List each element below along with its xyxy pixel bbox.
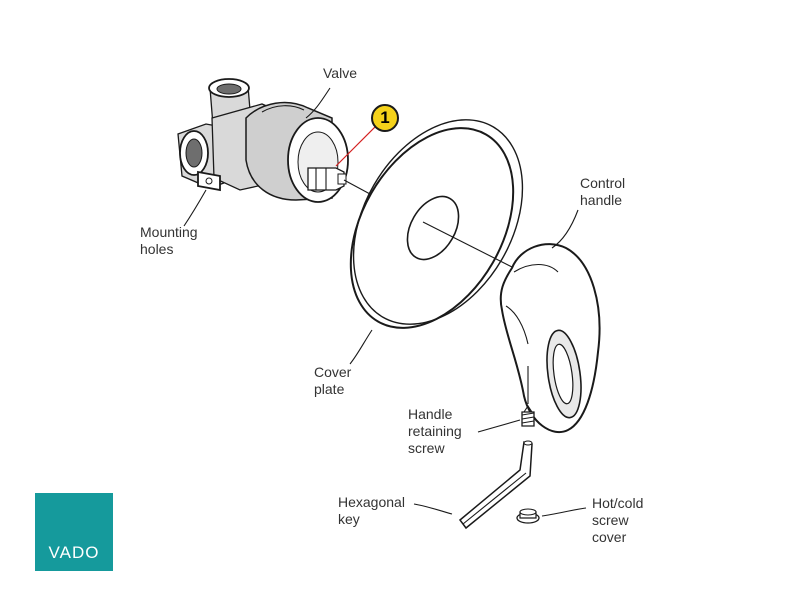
hexagonal-key [458, 440, 533, 530]
valve-body [177, 78, 349, 203]
leader-cover-plate [349, 329, 373, 365]
assembly-axis-2 [422, 221, 515, 269]
callout-badge: 1 [371, 104, 399, 132]
label-hot-cold-screw-cover: Hot/cold screw cover [592, 495, 644, 545]
label-valve: Valve [323, 65, 357, 81]
handle-retaining-screw [521, 405, 535, 427]
vado-logo: VADO [35, 493, 113, 571]
vado-logo-text: VADO [48, 543, 100, 562]
leader-valve [305, 87, 331, 119]
leader-lines [183, 87, 587, 517]
leader-screw-cover [541, 507, 587, 517]
leader-hex-key [413, 503, 453, 515]
label-handle-retaining-screw: Handle retaining screw [408, 406, 462, 456]
label-mounting-holes: Mounting holes [140, 224, 198, 257]
label-hexagonal-key: Hexagonal key [338, 494, 405, 527]
cover-plate [349, 119, 524, 329]
hot-cold-screw-cover [516, 508, 540, 524]
label-control-handle: Control handle [580, 175, 626, 208]
leader-handle-screw [477, 419, 521, 433]
assembly-axis [343, 179, 371, 195]
leader-control-handle [551, 209, 579, 249]
callout-leader [335, 125, 377, 167]
label-cover-plate: Cover plate [314, 364, 352, 397]
leader-mounting-holes [183, 189, 207, 227]
control-handle [499, 243, 601, 433]
